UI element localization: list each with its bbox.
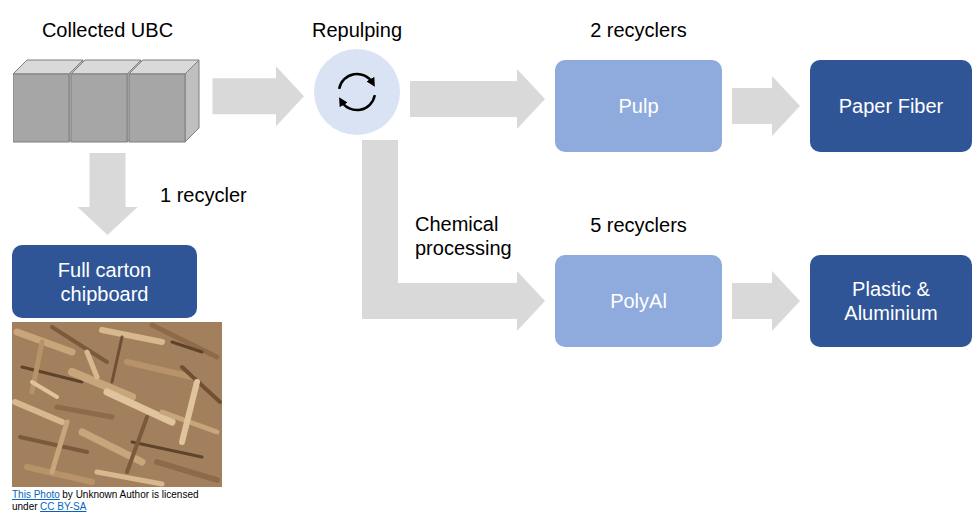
- stage-label: Repulping: [312, 18, 402, 44]
- flow-arrow: [78, 153, 138, 235]
- stage-label: 5 recyclers: [590, 213, 687, 239]
- carton-stack: [13, 58, 203, 143]
- process-box: Pulp: [555, 60, 722, 152]
- box-text: Pulp: [618, 94, 658, 118]
- flow-arrow: [732, 271, 800, 331]
- box-text: Paper Fiber: [839, 94, 944, 118]
- flow-node: 5 recyclersPolyAl: [555, 213, 722, 347]
- flow-node: Paper Fiber: [810, 60, 972, 152]
- stage-label: 2 recyclers: [590, 18, 687, 44]
- photo-credit-text: CC BY-SA: [40, 501, 86, 512]
- repulping-circle: [314, 49, 400, 135]
- flow-node: Collected UBC: [10, 18, 205, 143]
- flow-arrow: [732, 76, 800, 136]
- flow-node: Repulping: [300, 18, 414, 135]
- edge-label: 1 recycler: [160, 183, 280, 207]
- output-box: Plastic & Aluminium: [810, 255, 972, 347]
- box-text: Plastic & Aluminium: [822, 277, 960, 325]
- flow-node: Full carton chipboard: [12, 245, 197, 318]
- chipboard-photo: [12, 322, 222, 487]
- output-box: Paper Fiber: [810, 60, 972, 152]
- output-box: Full carton chipboard: [12, 245, 197, 318]
- process-box: PolyAl: [555, 255, 722, 347]
- box-text: Full carton chipboard: [24, 258, 185, 306]
- flow-arrow: [380, 140, 545, 331]
- stage-label: Collected UBC: [42, 18, 173, 44]
- flow-arrow: [410, 69, 545, 129]
- photo-credit-text: This Photo: [12, 489, 60, 500]
- flow-node: Plastic & Aluminium: [810, 255, 972, 347]
- edge-label: Chemical processing: [415, 212, 527, 260]
- flow-arrow: [213, 66, 305, 126]
- flow-node: 2 recyclersPulp: [555, 18, 722, 152]
- box-text: PolyAl: [610, 289, 667, 313]
- photo-credit: This Photoby Unknown Author is licensed …: [12, 489, 224, 513]
